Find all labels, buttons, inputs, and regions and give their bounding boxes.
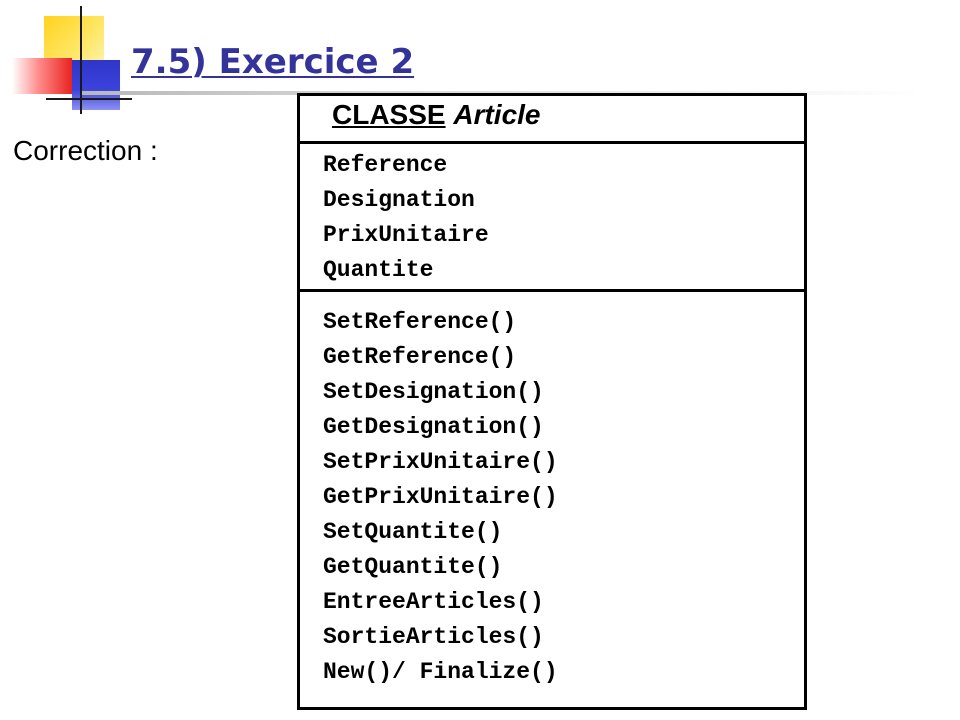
uml-class-box: CLASSE Article Reference Designation Pri…: [297, 93, 807, 710]
attribute-quantite: Quantite: [323, 257, 434, 283]
attribute-designation: Designation: [323, 187, 475, 213]
logo-red-square: [12, 58, 72, 94]
logo-vertical-line: [80, 6, 82, 114]
method-get-reference: GetReference(): [323, 344, 517, 370]
slide-logo-decoration: [0, 0, 140, 120]
method-get-designation: GetDesignation(): [323, 414, 544, 440]
method-entree-articles: EntreeArticles(): [323, 589, 544, 615]
method-get-prix-unitaire: GetPrixUnitaire(): [323, 484, 558, 510]
method-set-designation: SetDesignation(): [323, 379, 544, 405]
class-keyword: CLASSE: [332, 99, 446, 130]
method-set-quantite: SetQuantite(): [323, 519, 503, 545]
logo-horizontal-line: [46, 98, 132, 100]
method-sortie-articles: SortieArticles(): [323, 624, 544, 650]
method-set-reference: SetReference(): [323, 309, 517, 335]
method-get-quantite: GetQuantite(): [323, 554, 503, 580]
slide-title: 7.5) Exercice 2: [131, 42, 415, 82]
uml-class-header: CLASSE Article: [300, 96, 804, 144]
attribute-prix-unitaire: PrixUnitaire: [323, 222, 489, 248]
correction-label: Correction :: [13, 135, 158, 166]
uml-methods-section: SetReference() GetReference() SetDesigna…: [300, 292, 804, 690]
attribute-reference: Reference: [323, 152, 448, 178]
method-new-finalize: New()/ Finalize(): [323, 659, 558, 685]
class-name: Article: [453, 99, 541, 130]
uml-attributes-section: Reference Designation PrixUnitaire Quant…: [300, 144, 804, 292]
method-set-prix-unitaire: SetPrixUnitaire(): [323, 449, 558, 475]
